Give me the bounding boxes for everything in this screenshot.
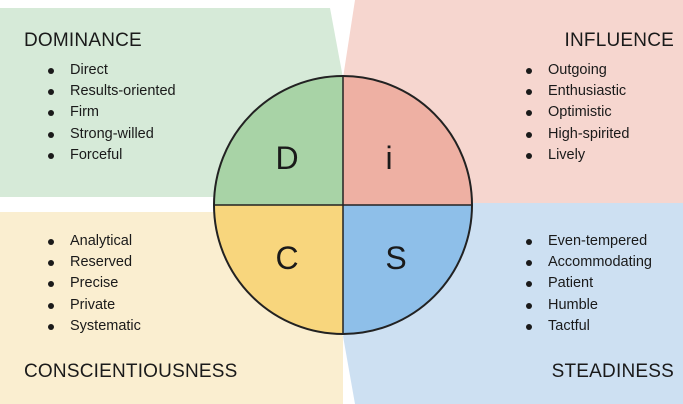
letter-d: D	[275, 140, 299, 176]
list-item: Outgoing	[522, 60, 629, 81]
list-item: Even-tempered	[522, 231, 652, 252]
circle-outline	[213, 75, 473, 335]
list-item: Direct	[44, 60, 176, 81]
influence-traits: Outgoing Enthusiastic Optimistic High-sp…	[522, 60, 629, 166]
list-item: Analytical	[44, 231, 141, 252]
letter-c: C	[275, 240, 299, 276]
list-item: Systematic	[44, 316, 141, 337]
list-item: Precise	[44, 273, 141, 294]
influence-title: INFLUENCE	[564, 30, 674, 51]
dominance-segment	[214, 76, 343, 205]
letter-s: S	[385, 240, 407, 276]
list-item: Firm	[44, 102, 176, 123]
list-item: Patient	[522, 273, 652, 294]
steadiness-traits: Even-tempered Accommodating Patient Humb…	[522, 231, 652, 337]
influence-segment	[343, 76, 472, 205]
letter-i: i	[385, 140, 393, 176]
list-item: Optimistic	[522, 102, 629, 123]
dominance-traits: Direct Results-oriented Firm Strong-will…	[44, 60, 176, 166]
conscientiousness-segment	[214, 205, 343, 334]
list-item: Strong-willed	[44, 124, 176, 145]
conscientiousness-title: CONSCIENTIOUSNESS	[24, 361, 238, 382]
list-item: Lively	[522, 145, 629, 166]
list-item: High-spirited	[522, 124, 629, 145]
list-item: Forceful	[44, 145, 176, 166]
list-item: Private	[44, 295, 141, 316]
list-item: Reserved	[44, 252, 141, 273]
conscientiousness-traits: Analytical Reserved Precise Private Syst…	[44, 231, 141, 337]
dominance-title: DOMINANCE	[24, 30, 142, 51]
steadiness-segment	[343, 205, 472, 334]
list-item: Accommodating	[522, 252, 652, 273]
list-item: Humble	[522, 295, 652, 316]
list-item: Tactful	[522, 316, 652, 337]
list-item: Results-oriented	[44, 81, 176, 102]
steadiness-title: STEADINESS	[551, 361, 674, 382]
list-item: Enthusiastic	[522, 81, 629, 102]
